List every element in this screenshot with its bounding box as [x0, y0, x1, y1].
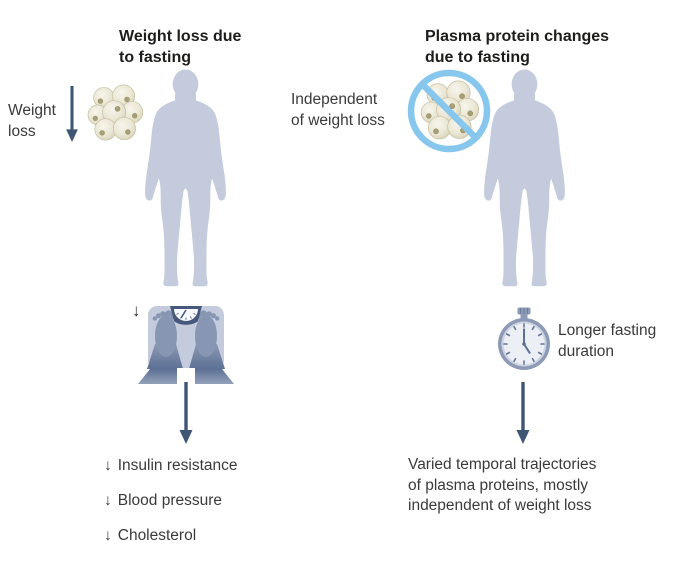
outcome-label: Blood pressure	[117, 492, 223, 509]
crossed-out-fat-cells-icon	[407, 69, 491, 153]
decrease-arrow-glyph: ↓	[104, 492, 112, 509]
decrease-arrow-glyph: ↓	[132, 301, 141, 320]
independent-of-weight-loss-label: Independent of weight loss	[291, 91, 385, 129]
decrease-arrow-glyph: ↓	[104, 457, 112, 474]
down-arrow-icon	[66, 86, 78, 142]
right-panel-outcome-text: Varied temporal trajectories of plasma p…	[408, 456, 597, 514]
human-silhouette	[484, 69, 565, 287]
left-panel-title: Weight loss due to fasting	[119, 28, 242, 66]
outcome-label: Insulin resistance	[117, 457, 238, 474]
down-arrow-icon	[516, 382, 530, 444]
weighing-scale-icon	[138, 306, 234, 388]
outcome-blood-pressure: ↓ Blood pressure	[104, 490, 222, 511]
outcome-insulin-resistance: ↓ Insulin resistance	[104, 455, 238, 476]
stopwatch-icon	[498, 307, 550, 370]
human-silhouette	[145, 69, 226, 287]
down-arrow-icon	[179, 382, 193, 444]
outcome-cholesterol: ↓ Cholesterol	[104, 525, 196, 546]
outcome-label: Cholesterol	[117, 527, 197, 544]
right-panel-title: Plasma protein changes due to fasting	[425, 28, 610, 66]
decrease-arrow-glyph: ↓	[104, 527, 112, 544]
weight-loss-label: Weight loss	[8, 102, 56, 140]
longer-fasting-duration-label: Longer fasting duration	[558, 322, 657, 360]
